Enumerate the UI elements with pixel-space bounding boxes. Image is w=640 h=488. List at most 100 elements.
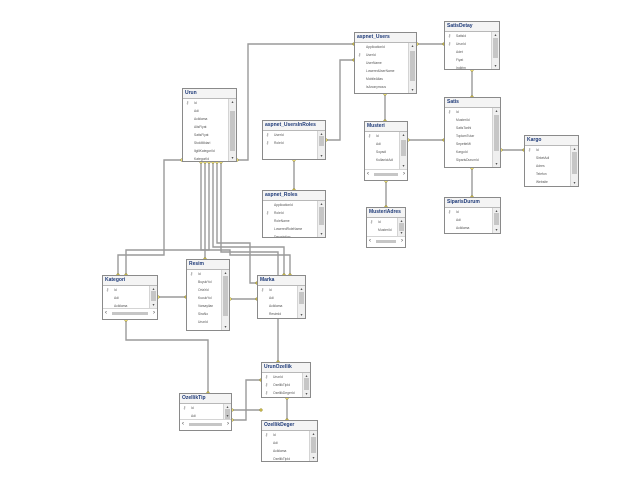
column-row[interactable]: Adi: [445, 216, 492, 224]
scroll-up-arrow-icon[interactable]: ▴: [305, 373, 308, 378]
relationship-line[interactable]: [125, 320, 209, 393]
scroll-down-arrow-icon[interactable]: ▾: [152, 302, 155, 307]
column-row[interactable]: SirketAdi: [525, 154, 570, 162]
scroll-up-arrow-icon[interactable]: ▴: [402, 132, 405, 137]
column-row[interactable]: ApplicationId: [355, 43, 408, 51]
scroll-down-arrow-icon[interactable]: ▾: [495, 161, 498, 166]
scrollbar-thumb[interactable]: [189, 423, 222, 426]
column-row[interactable]: SepetteMi: [445, 140, 492, 148]
column-row[interactable]: ⚷Id: [103, 286, 149, 294]
scroll-right-arrow-icon[interactable]: ›: [403, 171, 405, 177]
scroll-down-arrow-icon[interactable]: ▾: [224, 324, 227, 329]
column-row[interactable]: ResimId: [258, 310, 297, 318]
horizontal-scrollbar[interactable]: ‹›: [365, 169, 407, 180]
column-row[interactable]: Adi: [183, 107, 228, 115]
scroll-down-arrow-icon[interactable]: ▾: [400, 230, 403, 235]
column-row[interactable]: Aciklama: [262, 447, 309, 455]
scroll-down-arrow-icon[interactable]: ▾: [231, 155, 234, 160]
column-row[interactable]: ⚷UserId: [355, 51, 408, 59]
vertical-scrollbar[interactable]: ▴▾: [570, 146, 578, 186]
scroll-down-arrow-icon[interactable]: ▾: [320, 153, 323, 158]
relationship-line[interactable]: [117, 159, 182, 275]
table-aspnet-users-in-roles[interactable]: aspnet_UsersInRoles⚷UserId⚷RoleId▴▾: [262, 120, 326, 160]
column-row[interactable]: AlisFiyat: [183, 123, 228, 131]
column-row[interactable]: MusteriId: [445, 116, 492, 124]
scroll-right-arrow-icon[interactable]: ›: [227, 421, 229, 427]
column-row[interactable]: ⚷Id: [367, 218, 397, 226]
column-row[interactable]: LoweredRoleName: [263, 225, 317, 233]
vertical-scrollbar[interactable]: ▴▾: [399, 132, 407, 169]
scroll-down-arrow-icon[interactable]: ▾: [312, 455, 315, 460]
scroll-up-arrow-icon[interactable]: ▴: [231, 99, 234, 104]
scroll-left-arrow-icon[interactable]: ‹: [105, 310, 107, 316]
column-row[interactable]: UrunId: [187, 318, 221, 326]
vertical-scrollbar[interactable]: ▴▾: [302, 373, 310, 397]
column-row[interactable]: MobileAlias: [355, 75, 408, 83]
vertical-scrollbar[interactable]: ▴▾: [491, 32, 499, 69]
column-row[interactable]: IsAnonymous: [355, 83, 408, 91]
scroll-up-arrow-icon[interactable]: ▴: [400, 218, 403, 223]
column-row[interactable]: ⚷RoleId: [263, 209, 317, 217]
column-row[interactable]: IlgiliKategoriId: [183, 147, 228, 155]
scroll-down-arrow-icon[interactable]: ▾: [494, 63, 497, 68]
vertical-scrollbar[interactable]: ▴▾: [297, 286, 305, 318]
column-row[interactable]: MusteriId: [367, 226, 397, 234]
column-row[interactable]: ⚷UrunId: [445, 40, 491, 48]
table-musteri-adres[interactable]: MusteriAdres⚷IdMusteriIdAdres▴▾‹›: [366, 207, 406, 248]
relationship-line[interactable]: [125, 162, 210, 275]
column-row[interactable]: ⚷SatisId: [445, 32, 491, 40]
scroll-up-arrow-icon[interactable]: ▴: [312, 431, 315, 436]
vertical-scrollbar[interactable]: ▴▾: [149, 286, 157, 308]
column-row[interactable]: Adet: [445, 48, 491, 56]
scroll-left-arrow-icon[interactable]: ‹: [369, 238, 371, 244]
scrollbar-thumb[interactable]: [319, 207, 324, 225]
scroll-up-arrow-icon[interactable]: ▴: [573, 146, 576, 151]
column-row[interactable]: KargoId: [445, 148, 492, 156]
vertical-scrollbar[interactable]: ▴▾: [492, 108, 500, 167]
column-row[interactable]: ⚷Id: [445, 108, 492, 116]
vertical-scrollbar[interactable]: ▴▾: [221, 270, 229, 330]
scrollbar-thumb[interactable]: [230, 111, 235, 151]
scroll-down-arrow-icon[interactable]: ▾: [300, 312, 303, 317]
scroll-left-arrow-icon[interactable]: ‹: [182, 421, 184, 427]
scroll-right-arrow-icon[interactable]: ›: [153, 310, 155, 316]
column-row[interactable]: UserName: [355, 59, 408, 67]
scrollbar-thumb[interactable]: [374, 173, 398, 176]
horizontal-scrollbar[interactable]: ‹›: [180, 419, 231, 430]
relationship-line[interactable]: [237, 43, 354, 161]
scroll-down-arrow-icon[interactable]: ▾: [495, 227, 498, 232]
scrollbar-thumb[interactable]: [493, 38, 498, 58]
scroll-up-arrow-icon[interactable]: ▴: [224, 270, 227, 275]
column-row[interactable]: KucukYol: [187, 294, 221, 302]
vertical-scrollbar[interactable]: ▴▾: [309, 431, 317, 461]
scrollbar-thumb[interactable]: [225, 409, 230, 419]
column-row[interactable]: SiparisDurumId: [445, 156, 492, 164]
vertical-scrollbar[interactable]: ▴▾: [317, 131, 325, 159]
scrollbar-thumb[interactable]: [376, 240, 396, 243]
table-urun-ozellik[interactable]: UrunOzellik⚷UrunId⚷OzellikTipId⚷OzellikD…: [261, 362, 311, 398]
column-row[interactable]: SiraNo: [187, 310, 221, 318]
scrollbar-thumb[interactable]: [410, 51, 415, 81]
column-row[interactable]: Adi: [258, 294, 297, 302]
scroll-right-arrow-icon[interactable]: ›: [401, 238, 403, 244]
relationship-line[interactable]: [232, 379, 261, 421]
column-row[interactable]: Adi: [103, 294, 149, 302]
scrollbar-thumb[interactable]: [304, 378, 309, 390]
column-row[interactable]: ⚷RoleId: [263, 139, 317, 147]
scroll-down-arrow-icon[interactable]: ▾: [226, 413, 229, 418]
vertical-scrollbar[interactable]: ▴▾: [492, 208, 500, 233]
horizontal-scrollbar[interactable]: ‹›: [103, 308, 157, 319]
scrollbar-thumb[interactable]: [112, 312, 148, 315]
column-row[interactable]: Aciklama: [445, 224, 492, 232]
scroll-up-arrow-icon[interactable]: ▴: [320, 131, 323, 136]
scroll-up-arrow-icon[interactable]: ▴: [300, 286, 303, 291]
column-row[interactable]: Varsayilan: [187, 302, 221, 310]
column-row[interactable]: ⚷Id: [180, 404, 223, 412]
scrollbar-thumb[interactable]: [151, 291, 156, 301]
scrollbar-thumb[interactable]: [319, 136, 324, 146]
scroll-up-arrow-icon[interactable]: ▴: [495, 208, 498, 213]
